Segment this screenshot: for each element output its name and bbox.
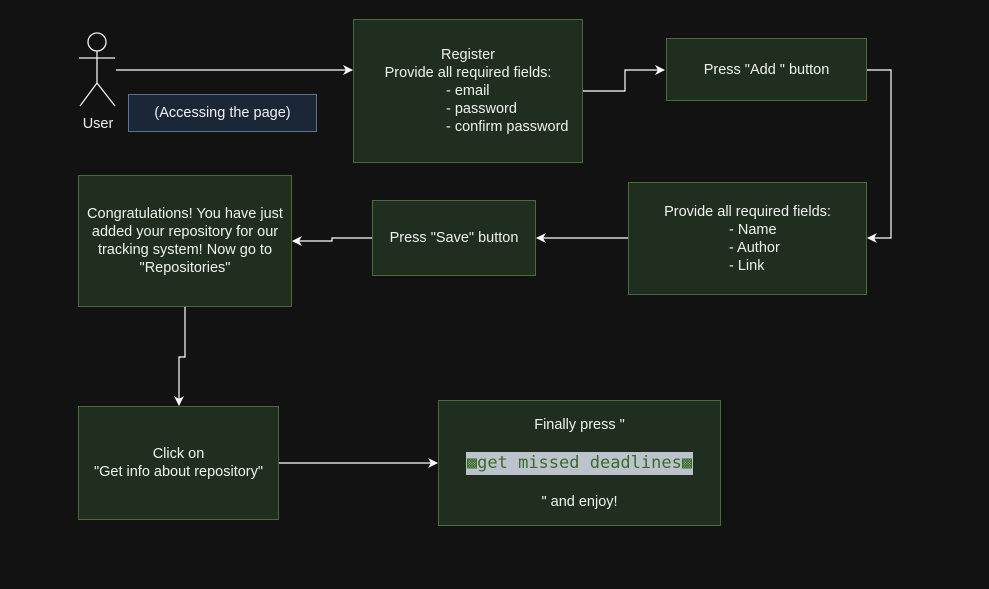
register-field-confirm-password: - confirm password <box>446 119 569 135</box>
register-node: Register Provide all required fields: - … <box>353 19 583 163</box>
finally-before-text: Finally press " <box>534 416 625 433</box>
get-missed-deadlines-command: ▩get missed deadlines▩ <box>465 451 694 475</box>
finally-after-text: " and enjoy! <box>541 493 618 510</box>
edge-register-to-add <box>583 65 665 92</box>
register-field-email: - email <box>446 83 490 99</box>
accessing-page-note: (Accessing the page) <box>128 94 317 132</box>
user-actor-icon <box>79 32 116 107</box>
congrats-line-1: Congratulations! You have just <box>87 206 283 222</box>
edge-add-to-fields <box>866 69 892 243</box>
press-save-text: Press "Save" button <box>389 230 519 246</box>
congrats-line-4: "Repositories" <box>139 260 231 276</box>
provide-fields-title: Provide all required fields: <box>664 203 831 220</box>
provide-field-link: - Link <box>729 257 765 274</box>
provide-field-author: - Author <box>729 239 780 256</box>
finally-node: Finally press " ▩get missed deadlines▩ "… <box>438 400 721 526</box>
provide-fields-node: Provide all required fields: - Name - Au… <box>628 182 867 295</box>
edge-save-to-congrats <box>292 236 373 246</box>
press-save-node: Press "Save" button <box>372 200 536 276</box>
press-add-text: Press "Add " button <box>703 61 830 78</box>
user-actor-label: User <box>82 116 114 132</box>
click-on-node: Click on "Get info about repository" <box>78 406 279 520</box>
accessing-page-text: (Accessing the page) <box>154 105 291 121</box>
provide-field-name: - Name <box>729 221 777 238</box>
click-on-line-2: "Get info about repository" <box>93 464 264 480</box>
press-add-node: Press "Add " button <box>666 38 867 101</box>
congrats-line-2: added your repository for our <box>91 224 279 240</box>
register-subtitle: Provide all required fields: <box>384 65 552 81</box>
congratulations-node: Congratulations! You have just added you… <box>78 175 292 307</box>
click-on-line-1: Click on <box>152 446 205 462</box>
congrats-line-3: tracking system! Now go to <box>97 242 273 258</box>
register-title: Register <box>441 47 495 63</box>
register-field-password: - password <box>446 101 517 117</box>
edge-congrats-to-click <box>174 307 186 406</box>
